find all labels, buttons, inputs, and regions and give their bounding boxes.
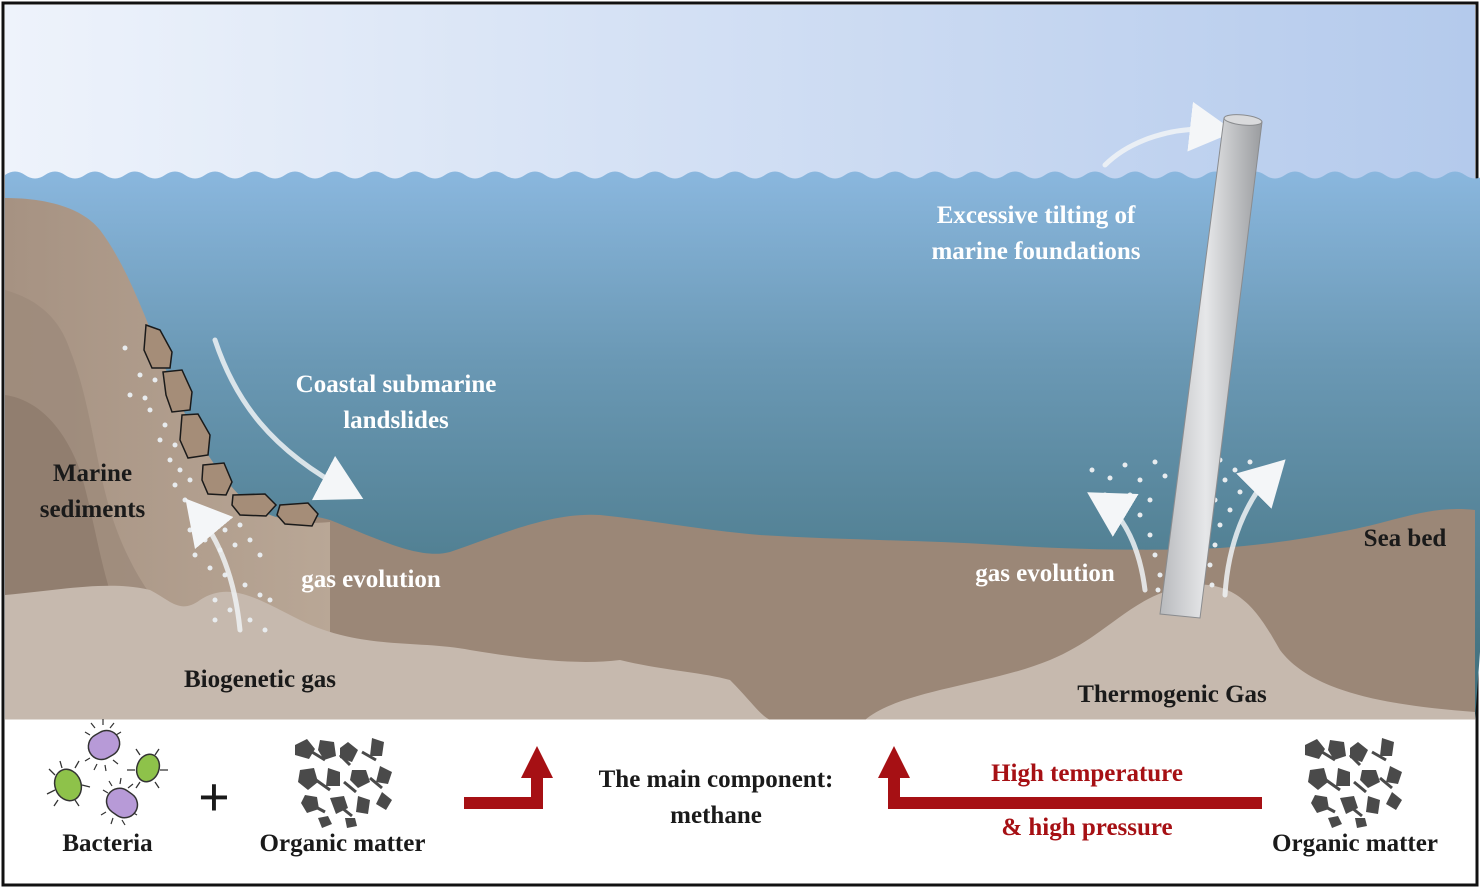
thermogenic-gas-mound bbox=[865, 584, 1475, 720]
process-arrows bbox=[185, 101, 1286, 633]
organic-matter-right-label: Organic matter bbox=[1272, 830, 1438, 857]
high-pressure-label: & high pressure bbox=[1001, 814, 1173, 841]
organic-matter-icon-right bbox=[1305, 738, 1402, 828]
plus-sign: + bbox=[198, 767, 230, 829]
marine-sediments-line-2: sediments bbox=[39, 496, 146, 523]
gas-evolution-right-label: gas evolution bbox=[975, 560, 1115, 587]
main-component-line-1: The main component: bbox=[598, 766, 834, 793]
bacteria-label: Bacteria bbox=[62, 830, 153, 857]
thermogenic-gas-label: Thermogenic Gas bbox=[1077, 681, 1267, 708]
landslide-rocks bbox=[143, 323, 319, 527]
gas-arrow-right-b bbox=[1222, 459, 1286, 598]
coastal-landslides-line-2: landslides bbox=[343, 407, 449, 434]
organic-matter-icon-left bbox=[295, 738, 392, 828]
landslide-arrow bbox=[212, 337, 364, 501]
gas-arrow-right-a bbox=[1087, 492, 1148, 593]
tilting-line-1: Excessive tilting of bbox=[936, 202, 1136, 229]
main-component-label: The main component: methane bbox=[570, 762, 862, 834]
tilting-line-2: marine foundations bbox=[931, 238, 1141, 265]
red-arrow-right bbox=[878, 746, 1262, 809]
high-temperature-label: High temperature bbox=[991, 760, 1183, 787]
coastal-landslides-label: Coastal submarine landslides bbox=[266, 367, 526, 439]
gas-evolution-left-label: gas evolution bbox=[301, 566, 441, 593]
gas-arrow-left bbox=[185, 498, 243, 633]
biogenetic-gas-layer bbox=[5, 585, 770, 720]
red-arrow-left bbox=[464, 746, 553, 809]
tilting-label: Excessive tilting of marine foundations bbox=[898, 198, 1174, 270]
tilt-arrow bbox=[1102, 101, 1235, 168]
organic-matter-left-label: Organic matter bbox=[259, 830, 426, 857]
biogenetic-gas-label: Biogenetic gas bbox=[183, 666, 337, 693]
marine-sediments-line-1: Marine bbox=[52, 460, 133, 487]
main-component-line-2: methane bbox=[670, 802, 762, 829]
coastal-landslides-line-1: Coastal submarine bbox=[295, 371, 497, 398]
marine-foundation-pile bbox=[1159, 114, 1263, 619]
marine-sediments-label: Marine sediments bbox=[20, 456, 165, 528]
sea-bed-label: Sea bed bbox=[1363, 525, 1447, 552]
bacteria-icon bbox=[46, 719, 168, 826]
